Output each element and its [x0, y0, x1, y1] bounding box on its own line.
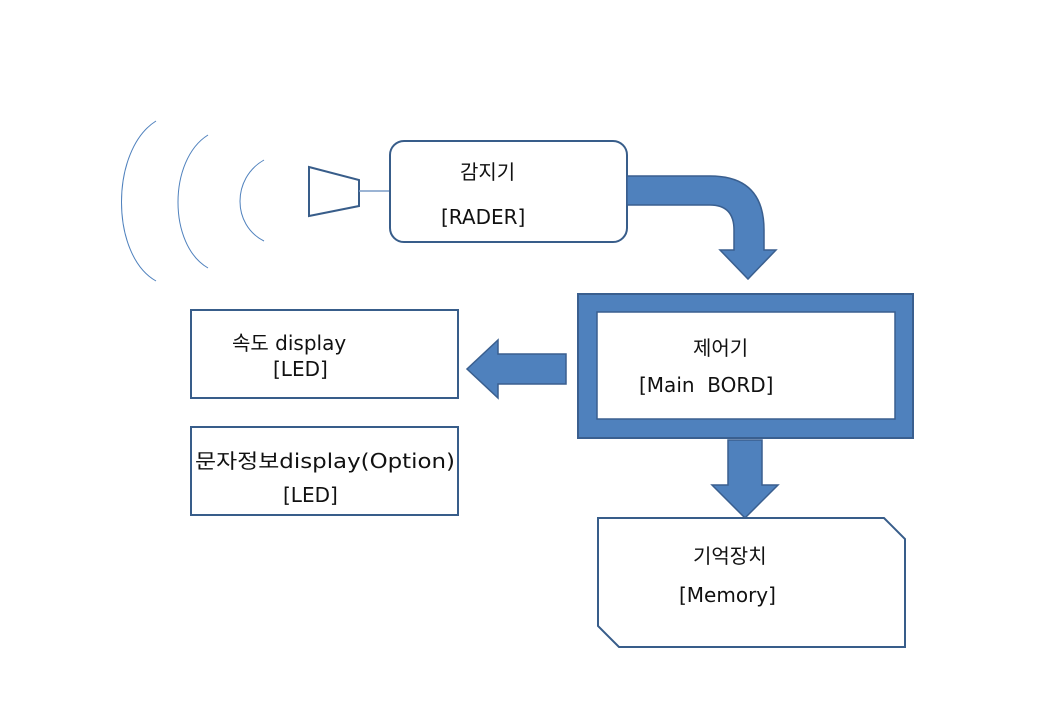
- sensor-subtitle: [RADER]: [441, 205, 525, 229]
- speed-display-box: 속도 display [LED]: [190, 309, 459, 399]
- memory-title: 기억장치: [693, 544, 767, 568]
- sensor-to-controller-arrow: [626, 175, 778, 281]
- text-display-subtitle: [LED]: [283, 483, 338, 507]
- text-display-title: 문자정보display(Option): [195, 449, 455, 473]
- controller-inner-frame: [596, 311, 896, 420]
- sensor-box: 감지기 [RADER]: [389, 140, 628, 243]
- controller-to-memory-arrow: [710, 439, 780, 520]
- memory-box: 기억장치 [Memory]: [597, 517, 906, 648]
- memory-subtitle: [Memory]: [679, 583, 776, 607]
- speed-display-title: 속도 display: [232, 331, 346, 355]
- controller-subtitle: [Main BORD]: [639, 373, 773, 397]
- controller-to-display-arrow: [465, 338, 567, 400]
- speed-display-subtitle: [LED]: [273, 357, 328, 381]
- wave-outer: [121, 120, 157, 282]
- text-display-frame: [190, 426, 459, 516]
- speed-display-frame: [190, 309, 459, 399]
- radio-wave-icon: [121, 120, 265, 282]
- radar-horn-icon: [308, 165, 360, 218]
- controller-title: 제어기: [693, 336, 748, 360]
- text-display-box: 문자정보display(Option) [LED]: [190, 426, 459, 516]
- wave-inner: [239, 159, 265, 242]
- sensor-title: 감지기: [460, 160, 515, 184]
- controller-box: 제어기 [Main BORD]: [577, 293, 914, 439]
- memory-frame: [597, 517, 906, 648]
- wave-middle: [177, 134, 209, 269]
